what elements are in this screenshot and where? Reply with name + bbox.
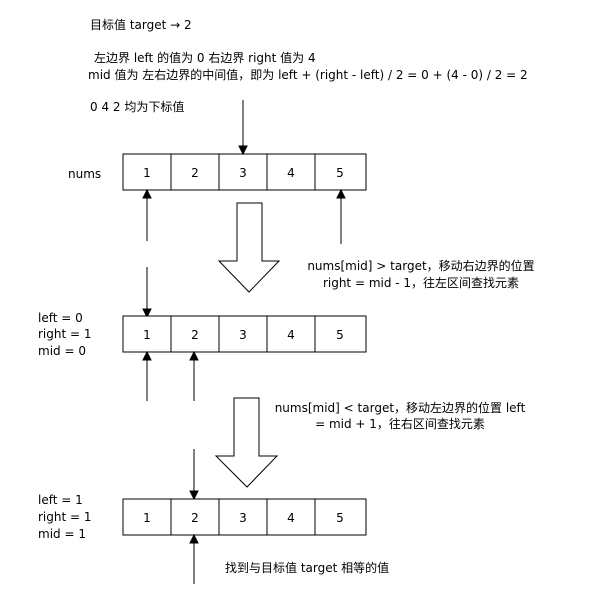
array-1-cell-0: 1: [122, 153, 172, 191]
array-2-cell-4: 5: [314, 315, 367, 353]
target-note: 目标值 target → 2: [90, 17, 192, 32]
cell-value: 3: [239, 511, 247, 525]
array-2-cell-1: 2: [170, 315, 220, 353]
step-2-left-var: left = 1: [38, 493, 83, 507]
step-1-explain-line-1: nums[mid] > target，移动右边界的位置: [307, 258, 534, 273]
array-3-cell-4: 5: [314, 498, 367, 536]
bounds-note: 左边界 left 的值为 0 右边界 right 值为 4: [94, 50, 316, 65]
array-1-cell-3: 4: [266, 153, 316, 191]
step-1-left-var: left = 0: [38, 311, 83, 325]
array-3-cell-1: 2: [170, 498, 220, 536]
cell-value: 4: [287, 511, 295, 525]
step-1-right-var: right = 1: [38, 327, 92, 341]
array-1-cell-2: 3: [218, 153, 268, 191]
left-pointer-arrow-1: [142, 188, 152, 241]
array-3-cell-2: 3: [218, 498, 268, 536]
step-arrow-2: [214, 397, 279, 488]
step-1-explain-line-2: right = mid - 1，往左区间查找元素: [323, 275, 519, 290]
step-2-mid-var: mid = 1: [38, 527, 86, 541]
cell-value: 3: [239, 328, 247, 342]
mid-pointer-arrow-1: [238, 100, 248, 156]
index-note: 0 4 2 均为下标值: [90, 99, 184, 114]
result-note: 找到与目标值 target 相等的值: [225, 560, 389, 575]
cell-value: 4: [287, 328, 295, 342]
cell-value: 1: [143, 511, 151, 525]
mid-pointer-arrow-2: [142, 350, 152, 401]
cell-value: 2: [191, 166, 199, 180]
array-2-cell-2: 3: [218, 315, 268, 353]
array-row-1: 1 2 3 4 5: [122, 153, 367, 191]
right-pointer-arrow-2: [189, 350, 199, 401]
cell-value: 2: [191, 511, 199, 525]
array-1-cell-4: 5: [314, 153, 367, 191]
found-pointer-arrow: [189, 533, 199, 584]
right-pointer-arrow-1: [336, 188, 346, 244]
array-1-cell-1: 2: [170, 153, 220, 191]
mid-formula-note: mid 值为 左右边界的中间值，即为 left + (right - left)…: [88, 67, 528, 82]
array-3-cell-0: 1: [122, 498, 172, 536]
cell-value: 1: [143, 328, 151, 342]
cell-value: 5: [336, 166, 344, 180]
cell-value: 4: [287, 166, 295, 180]
array-row-2: 1 2 3 4 5: [122, 315, 367, 353]
step-1-mid-var: mid = 0: [38, 344, 86, 358]
step-2-explain-line-2: = mid + 1，往右区间查找元素: [315, 416, 485, 431]
step-2-right-var: right = 1: [38, 510, 92, 524]
step-2-explain-line-1: nums[mid] < target，移动左边界的位置 left: [275, 400, 526, 415]
array-label: nums: [68, 167, 101, 181]
pointer-arrow-into-array-3: [189, 449, 199, 501]
cell-value: 3: [239, 166, 247, 180]
array-3-cell-3: 4: [266, 498, 316, 536]
cell-value: 5: [336, 511, 344, 525]
array-2-cell-3: 4: [266, 315, 316, 353]
array-row-3: 1 2 3 4 5: [122, 498, 367, 536]
step-arrow-1: [217, 202, 281, 293]
cell-value: 1: [143, 166, 151, 180]
array-2-cell-0: 1: [122, 315, 172, 353]
cell-value: 2: [191, 328, 199, 342]
left-pointer-arrow-2: [142, 267, 152, 319]
cell-value: 5: [336, 328, 344, 342]
